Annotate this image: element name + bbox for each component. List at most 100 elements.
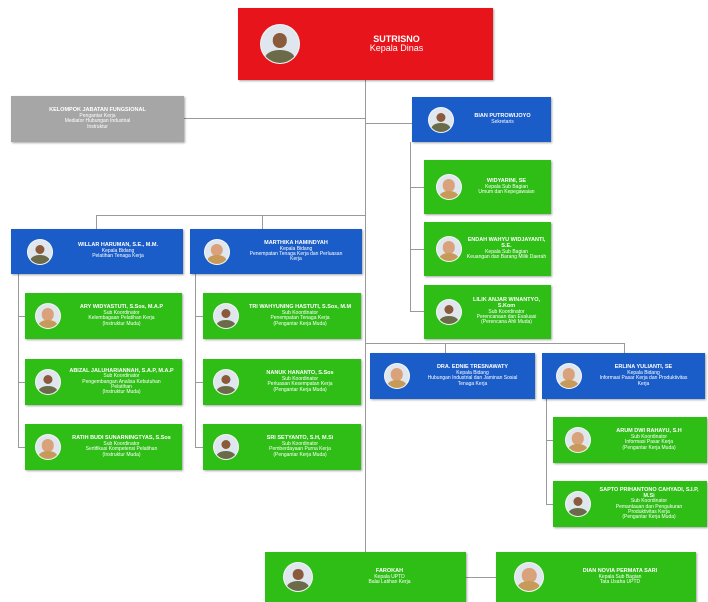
node-bidang-pelatihan[interactable]: WILLAR HARUMAN, S.E., M.M. Kepala Bidang… [11,229,183,274]
node-text: ARY WIDYASTUTI, S.Sos, M.A.P Sub Koordin… [61,304,182,327]
node-text: TRI WAHYUNING HASTUTI, S.Sos, M.M Sub Ko… [239,304,361,327]
node-text: DIAN NOVIA PERMATA SARI Kepala Sub Bagia… [544,567,696,585]
node-subkoor-penempatan[interactable]: TRI WAHYUNING HASTUTI, S.Sos, M.M Sub Ko… [203,293,361,339]
node-line: Informasi Pasar Kerja [624,439,674,446]
person-photo-icon [260,24,300,64]
connector-divisions-right [366,343,625,344]
node-text: DRA. EDNIE TRESNAWATY Kepala Bidang Hubu… [410,364,535,387]
node-subkoor-sertifikasi[interactable]: RATIH BUDI SUNARNINGTYAS, S.Sos Sub Koor… [25,424,182,470]
node-line: Pelatihan Tenaga Kerja [92,253,144,260]
node-name: RATIH BUDI SUNARNINGTYAS, S.Sos [72,435,171,442]
node-line: Pemantauan dan Pengukuran [615,503,683,510]
node-text: ENDAH WAHYU WIDJAYANTI, S.E. Kepala Sub … [462,237,551,260]
node-line: Balai Latihan Kerja [368,578,411,585]
node-line: Kepala UPTD [374,573,405,580]
node-line: (Perencana Ahli Muda) [481,319,532,326]
node-line: Perencanaan dan Evaluasi [476,314,537,321]
node-name: BIAN PUTROWIJOYO [474,112,531,119]
person-photo-icon [283,562,313,592]
node-bidang-penempatan[interactable]: MARTHIKA HAMINDYAH Kepala Bidang Penempa… [190,229,362,274]
node-text: RATIH BUDI SUNARNINGTYAS, S.Sos Sub Koor… [61,435,182,458]
node-subkoor-analisa[interactable]: ABIZAL JALUHARIANNAH, S.A.P, M.A.P Sub K… [25,359,182,405]
node-text: SUTRISNO Kepala Dinas [300,34,493,54]
node-text: ERLINA YULIANTI, SE Kepala Bidang Inform… [582,364,705,387]
node-line: Umum dan Kepegawaian [478,188,535,195]
connector-pelatihan-2 [18,382,25,383]
node-name: SRI SETYANTO, S.H, M.Si [266,435,334,442]
node-subkoor-kelembagaan[interactable]: ARY WIDYASTUTI, S.Sos, M.A.P Sub Koordin… [25,293,182,339]
node-line: (Instruktur Muda) [102,320,141,327]
node-subkoor-perencanaan[interactable]: LILIK ANJAR WINANTYO, S.Kom Sub Koordina… [424,285,551,339]
connector-secretariat-spine [410,142,411,312]
node-subkoor-produktivitas[interactable]: SAPTO PRIHANTONO CAHYADI, S.I.P, M.Si Su… [553,481,707,527]
node-name: DIAN NOVIA PERMATA SARI [582,567,658,574]
connector-div-hubungan [445,343,446,353]
node-bidang-informasi-pasar-kerja[interactable]: ERLINA YULIANTI, SE Kepala Bidang Inform… [542,353,705,399]
node-line: Kelembagaan Pelatihan Kerja [88,315,155,322]
connector-secretary [366,123,412,124]
node-line: Sub Koordinator [488,308,525,315]
node-subkoor-informasi[interactable]: ARUM DWI RAHAYU, S.H Sub Koordinator Inf… [553,417,707,463]
node-line: Sub Koordinator [630,434,668,440]
node-line: (Pengantar Kerja Muda) [273,451,327,458]
node-subbag-tata-usaha-uptd[interactable]: DIAN NOVIA PERMATA SARI Kepala Sub Bagia… [496,552,696,602]
node-subbag-umum[interactable]: WIDYARINI, SE Kepala Sub Bagian Umum dan… [424,160,551,214]
node-text: KELOMPOK JABATAN FUNGSIONAL Pengantar Ke… [11,107,184,130]
node-line: Produktivitas Kerja [628,508,670,515]
person-photo-icon [35,303,61,329]
person-photo-icon [556,363,582,389]
connector-uptd-sub [466,577,496,578]
node-line: Penempatan Tenaga Kerja dan Perluasan [249,250,343,257]
node-text: WIDYARINI, SE Kepala Sub Bagian Umum dan… [462,178,551,195]
node-line: Perluasan Kesempatan Kerja [267,381,333,388]
node-sekretaris[interactable]: BIAN PUTROWIJOYO Sekretaris [412,97,551,142]
node-line: Sub Koordinator [630,498,668,505]
node-line: Sub Koordinator [281,441,319,447]
connector-secretariat-3 [410,311,424,312]
node-line: Tata Usaha UPTD [599,578,641,585]
node-subbag-keuangan[interactable]: ENDAH WAHYU WIDJAYANTI, S.E. Kepala Sub … [424,222,551,276]
node-name: WILLAR HARUMAN, S.E., M.M. [77,242,159,249]
node-name: NANUK HANANTO, S.Sos [266,370,334,377]
person-photo-icon [436,299,462,325]
person-photo-icon [428,106,454,133]
person-photo-icon [436,236,462,262]
node-line: Keuangan dan Barang Milik Daerah [466,253,547,260]
connector-pelatihan-spine [18,274,19,448]
node-subkoor-purna-kerja[interactable]: SRI SETYANTO, S.H, M.Si Sub Koordinator … [203,424,361,470]
connector-div-penempatan [262,215,263,229]
node-line: Kepala Bidang [456,370,489,376]
connector-divisions-left [96,215,365,216]
node-text: SRI SETYANTO, S.H, M.Si Sub Koordinator … [239,435,361,458]
node-kepala-dinas[interactable]: SUTRISNO Kepala Dinas [238,8,493,80]
node-subkoor-perluasan[interactable]: NANUK HANANTO, S.Sos Sub Koordinator Per… [203,359,361,405]
node-jabatan-fungsional[interactable]: KELOMPOK JABATAN FUNGSIONAL Pengantar Ke… [11,96,184,142]
node-line: (Pengantar Kerja Muda) [622,444,676,451]
node-line: Sub Koordinator [281,310,319,316]
node-line: Pemberdayaan Purna Kerja [269,446,331,453]
connector-penempatan-3 [195,447,203,448]
node-line: (Instruktur Muda) [102,389,141,396]
person-photo-icon [204,238,230,265]
node-text: ABIZAL JALUHARIANNAH, S.A.P, M.A.P Sub K… [61,368,182,396]
node-line: (Pengantar Kerja Muda) [273,386,327,393]
node-text: WILLAR HARUMAN, S.E., M.M. Kepala Bidang… [53,242,183,260]
person-photo-icon [514,562,544,592]
node-line: (Pengantar Kerja Muda) [622,514,676,521]
node-line: Sub Koordinator [103,310,140,316]
node-bidang-hubungan-industrial[interactable]: DRA. EDNIE TRESNAWATY Kepala Bidang Hubu… [370,353,535,399]
node-name: TRI WAHYUNING HASTUTI, S.Sos, M.M [248,304,352,311]
node-line: Pengantar Kerja [79,113,116,119]
connector-informasi-2 [546,504,553,505]
node-kepala-uptd[interactable]: FAROKAH Kepala UPTD Balai Latihan Kerja [265,552,466,602]
person-photo-icon [384,363,410,389]
person-photo-icon [213,434,239,460]
person-photo-icon [27,238,53,265]
connector-pelatihan-1 [18,316,25,317]
node-name: ERLINA YULIANTI, SE [614,364,673,371]
node-title: Kepala Dinas [369,43,424,53]
person-photo-icon [565,491,591,517]
connector-functional [184,118,365,119]
node-name: KELOMPOK JABATAN FUNGSIONAL [49,107,146,114]
node-title: Sekretaris [491,118,514,125]
